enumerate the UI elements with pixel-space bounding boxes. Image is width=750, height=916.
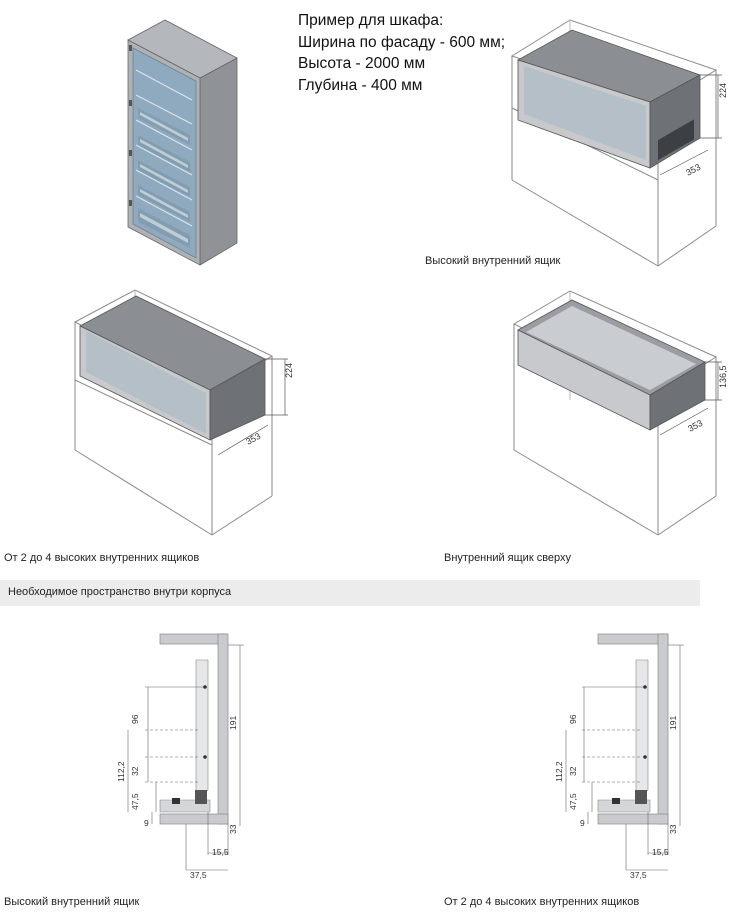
right-cross-section: 96 112,2 32 47,5 9 191 33 15,5 37,5 (554, 633, 684, 880)
example-height: Высота - 2000 мм (298, 55, 426, 72)
multi-drawer-body (79, 295, 266, 441)
right-dim-96: 96 (568, 714, 578, 724)
left-dim-47: 47,5 (130, 793, 140, 810)
left-cross-section: 96 112,2 32 47,5 9 191 33 15,5 37,5 (116, 633, 244, 880)
right-dim-47: 47,5 (568, 793, 578, 810)
example-depth: Глубина - 400 мм (298, 76, 423, 94)
example-title: Пример для шкафа: (298, 12, 444, 29)
tall-drawer-caption: Высокий внутренний ящик (425, 255, 561, 267)
top-dim-height: 136,5 (718, 365, 728, 388)
example-description: Пример для шкафа: Ширина по фасаду - 600… (298, 10, 505, 96)
right-dim-191: 191 (668, 716, 678, 730)
right-dim-9: 9 (580, 818, 585, 828)
section-header: Необходимое пространство внутри корпуса (0, 580, 700, 606)
left-dim-112: 112,2 (116, 761, 126, 782)
example-width: Ширина по фасаду - 600 мм; (298, 33, 506, 51)
right-dim-37: 37,5 (630, 870, 647, 880)
left-dim-32: 32 (130, 766, 140, 776)
multi-dim-height: 224 (284, 363, 294, 378)
left-section-caption: Высокий внутренний ящик (4, 896, 140, 908)
tall-drawer-body (516, 29, 701, 169)
section-title: Необходимое пространство внутри корпуса (8, 586, 232, 598)
right-dim-32: 32 (568, 766, 578, 776)
left-dim-33: 33 (228, 824, 238, 834)
left-dim-191: 191 (228, 716, 238, 730)
multi-drawer-caption: От 2 до 4 высоких внутренних ящиков (4, 552, 200, 564)
right-dim-33: 33 (668, 824, 678, 834)
tall-dim-height: 224 (718, 83, 728, 98)
top-drawer-caption: Внутренний ящик сверху (444, 552, 572, 564)
right-dim-112: 112,2 (554, 761, 564, 782)
right-dim-15: 15,5 (652, 847, 669, 857)
left-dim-37: 37,5 (190, 870, 207, 880)
left-dim-96: 96 (130, 714, 140, 724)
left-dim-15: 15,5 (212, 847, 229, 857)
left-dim-9: 9 (144, 818, 149, 828)
right-section-caption: От 2 до 4 высоких внутренних ящиков (444, 896, 640, 908)
